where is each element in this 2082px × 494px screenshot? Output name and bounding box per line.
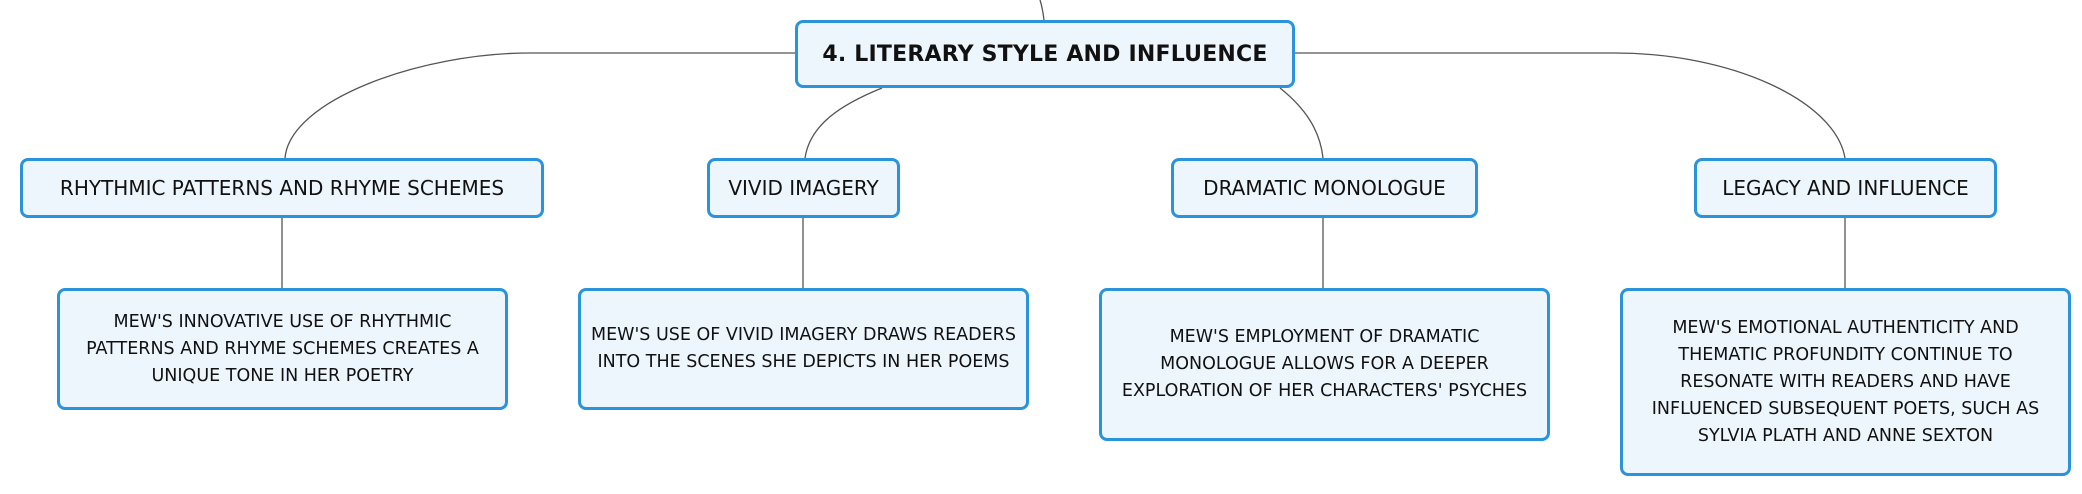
branch-label: VIVID IMAGERY <box>728 176 879 200</box>
detail-dramatic-monologue[interactable]: MEW'S EMPLOYMENT OF DRAMATIC MONOLOGUE A… <box>1099 288 1550 441</box>
connector-root-to-rhythmic-patterns <box>284 52 795 159</box>
detail-rhythmic-patterns[interactable]: MEW'S INNOVATIVE USE OF RHYTHMIC PATTERN… <box>57 288 508 410</box>
branch-dramatic-monologue[interactable]: DRAMATIC MONOLOGUE <box>1171 158 1478 218</box>
detail-text: MEW'S USE OF VIVID IMAGERY DRAWS READERS… <box>591 325 1016 372</box>
branch-rhythmic-patterns[interactable]: RHYTHMIC PATTERNS AND RHYME SCHEMES <box>20 158 544 218</box>
connector-root-to-legacy-influence <box>1295 52 1846 159</box>
detail-vivid-imagery[interactable]: MEW'S USE OF VIVID IMAGERY DRAWS READERS… <box>578 288 1029 410</box>
detail-legacy-influence[interactable]: MEW'S EMOTIONAL AUTHENTICITY AND THEMATI… <box>1620 288 2071 476</box>
detail-text: MEW'S EMPLOYMENT OF DRAMATIC MONOLOGUE A… <box>1121 327 1528 401</box>
detail-text: MEW'S EMOTIONAL AUTHENTICITY AND THEMATI… <box>1651 317 2040 446</box>
branch-label: RHYTHMIC PATTERNS AND RHYME SCHEMES <box>59 176 505 200</box>
branch-label: DRAMATIC MONOLOGUE <box>1203 176 1446 200</box>
connector-parent-to-root <box>1039 0 1045 21</box>
branch-label: LEGACY AND INFLUENCE <box>1722 176 1969 200</box>
root-topic[interactable]: 4. LITERARY STYLE AND INFLUENCE <box>795 20 1295 88</box>
branch-legacy-influence[interactable]: LEGACY AND INFLUENCE <box>1694 158 1997 218</box>
detail-text: MEW'S INNOVATIVE USE OF RHYTHMIC PATTERN… <box>86 311 479 386</box>
connector-root-to-dramatic-monologue <box>1279 87 1324 159</box>
branch-vivid-imagery[interactable]: VIVID IMAGERY <box>707 158 900 218</box>
root-topic-label: 4. LITERARY STYLE AND INFLUENCE <box>822 41 1268 67</box>
connector-root-to-vivid-imagery <box>804 87 883 159</box>
